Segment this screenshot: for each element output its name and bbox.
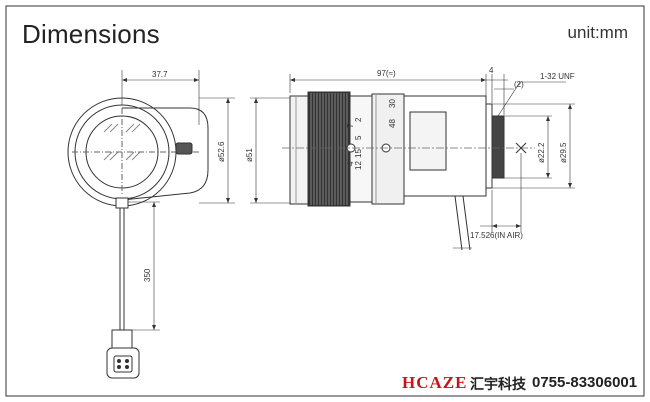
label-cable-length: 350 xyxy=(143,268,152,282)
label-width-front: 37.7 xyxy=(152,70,168,79)
rear-window xyxy=(409,111,447,171)
focal-mark-12: 12 xyxy=(354,161,363,170)
label-overall-length: 97(≈) xyxy=(377,69,396,78)
focal-mark-5: 5 xyxy=(354,135,363,140)
label-dia-outer: ø52.6 xyxy=(217,141,226,162)
focal-mark-15: 15 xyxy=(354,149,363,158)
iris-mark-30: 30 xyxy=(388,99,397,108)
rear-flange xyxy=(485,103,493,189)
focal-mark-7: 7 xyxy=(346,123,355,128)
front-view xyxy=(67,70,235,379)
focal-mark-4: 4 xyxy=(346,161,355,166)
brand-logo: HCAZE xyxy=(402,373,468,392)
front-knob xyxy=(175,142,193,155)
focal-point-mark xyxy=(515,142,527,154)
glass-reflection xyxy=(103,123,141,161)
iris-mark-48: 48 xyxy=(388,119,397,128)
label-dia-mount: ø22.2 xyxy=(537,142,546,163)
side-cable xyxy=(454,195,471,251)
label-dia-body: ø51 xyxy=(245,148,254,162)
page-title: Dimensions xyxy=(22,19,160,49)
label-thread: 1-32 UNF xyxy=(540,72,575,81)
label-mount-note: (2) xyxy=(514,80,524,89)
side-view xyxy=(250,74,575,251)
connector-socket xyxy=(113,355,133,373)
connector-neck xyxy=(111,329,133,349)
brand-name: 汇宇科技 xyxy=(470,377,526,393)
front-element xyxy=(289,95,309,205)
label-dia-rear: ø29.5 xyxy=(559,142,568,163)
label-back-focus: 17.526(IN AIR) xyxy=(470,231,523,240)
focal-mark-2: 2 xyxy=(354,117,363,122)
label-flange-gap: 4 xyxy=(489,66,494,75)
iris-ring xyxy=(371,93,405,205)
connector-body xyxy=(106,347,140,379)
brand-phone: 0755-83306001 xyxy=(532,374,638,391)
thread-leader xyxy=(497,81,566,117)
cable-boot xyxy=(115,197,129,209)
front-housing-outline xyxy=(121,107,209,201)
unit-label: unit:mm xyxy=(567,23,628,42)
page-border xyxy=(5,5,645,397)
c-mount-thread xyxy=(491,115,505,179)
